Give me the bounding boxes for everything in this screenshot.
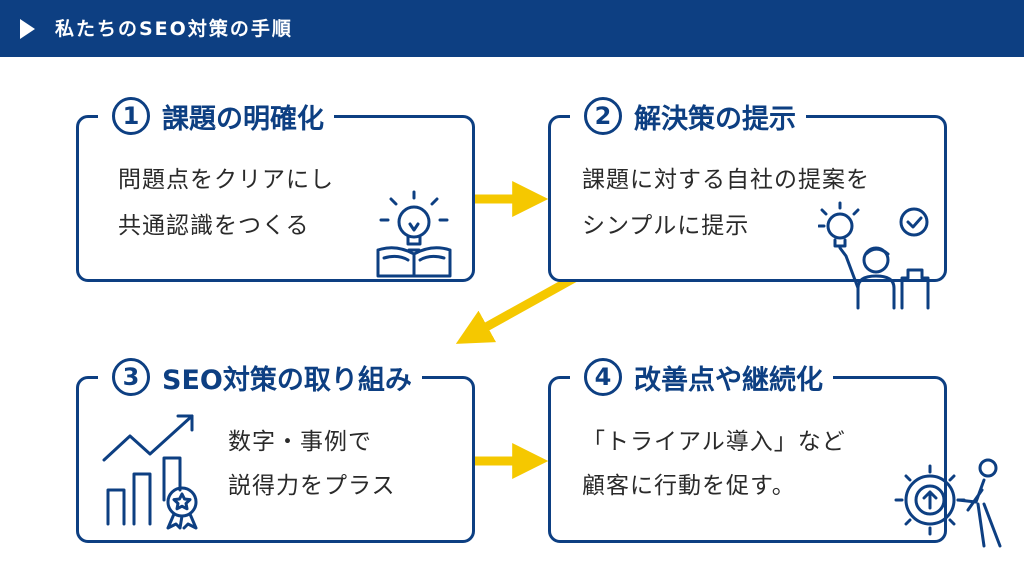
step-number-badge: 3: [112, 358, 150, 396]
step-card-3: [76, 376, 475, 543]
step-card-4: [548, 376, 947, 543]
page-title: 私たちのSEO対策の手順: [55, 18, 293, 40]
step-number-badge: 2: [584, 97, 622, 135]
step-4-line-2: 顧客に行動を促す。: [582, 473, 796, 499]
step-title-2: 2 解決策の提示: [570, 94, 806, 138]
step-4-line-1: 「トライアル導入」など: [582, 429, 846, 455]
gear-push-person-icon: [894, 458, 1002, 548]
step-title-4: 4 改善点や継続化: [570, 355, 833, 399]
step-number-badge: 4: [584, 358, 622, 396]
step-2-line-2: シンプルに提示: [582, 213, 750, 239]
step-title-text: 解決策の提示: [634, 103, 796, 135]
step-card-2: [548, 115, 947, 282]
step-2-line-1: 課題に対する自社の提案を: [582, 167, 870, 193]
growth-chart-award-icon: [102, 414, 198, 530]
step-title-text: 改善点や継続化: [634, 364, 823, 396]
step-3-line-1: 数字・事例で: [228, 429, 372, 455]
arrow-2-to-3: [455, 272, 581, 344]
step-1-line-2: 共通認識をつくる: [118, 213, 310, 239]
step-title-text: SEO対策の取り組み: [162, 364, 412, 396]
person-idea-check-icon: [818, 201, 930, 310]
step-1-line-1: 問題点をクリアにし: [118, 167, 334, 193]
step-title-1: 1 課題の明確化: [98, 94, 334, 138]
lightbulb-book-icon: [376, 190, 452, 278]
play-triangle-icon: [20, 19, 35, 39]
step-number-badge: 1: [112, 97, 150, 135]
step-title-3: 3 SEO対策の取り組み: [98, 355, 422, 399]
header-bar: 私たちのSEO対策の手順: [0, 0, 1024, 57]
step-3-line-2: 説得力をプラス: [228, 473, 396, 499]
step-title-text: 課題の明確化: [162, 103, 324, 135]
